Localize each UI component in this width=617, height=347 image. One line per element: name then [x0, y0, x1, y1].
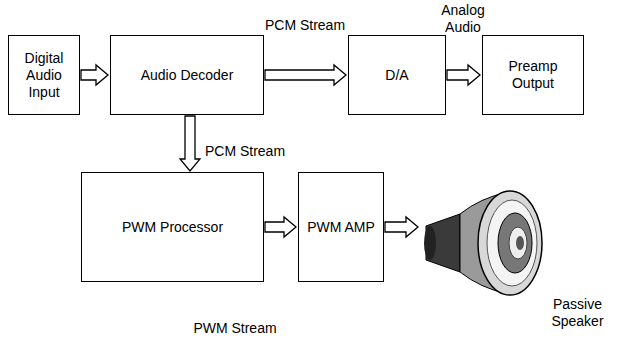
signal-label: Analog Audio [430, 2, 496, 36]
block-arrow [265, 65, 346, 85]
process-box: Preamp Output [482, 35, 584, 115]
process-box: PWM Processor [81, 172, 264, 282]
process-box: PWM AMP [298, 172, 384, 282]
block-arrow [81, 65, 108, 85]
box-label: PWM AMP [307, 219, 375, 236]
signal-label: PWM Stream [185, 320, 285, 337]
block-arrow [180, 116, 200, 171]
process-box: Digital Audio Input [8, 35, 80, 115]
block-arrow [447, 65, 480, 85]
signal-label: PCM Stream [255, 17, 355, 34]
block-arrow [385, 217, 418, 237]
box-label: Digital Audio Input [14, 50, 74, 101]
speaker-label: Passive Speaker [545, 296, 610, 330]
box-label: D/A [385, 67, 408, 84]
speaker-drawing [420, 188, 555, 308]
block-arrow [265, 217, 296, 237]
process-box: Audio Decoder [110, 35, 264, 115]
speaker-icon: Passive Speaker [420, 188, 615, 340]
signal-label: PCM Stream [200, 143, 290, 160]
process-box: D/A [348, 35, 446, 115]
box-label: Preamp Output [488, 58, 578, 92]
box-label: PWM Processor [122, 219, 223, 236]
box-label: Audio Decoder [141, 67, 234, 84]
